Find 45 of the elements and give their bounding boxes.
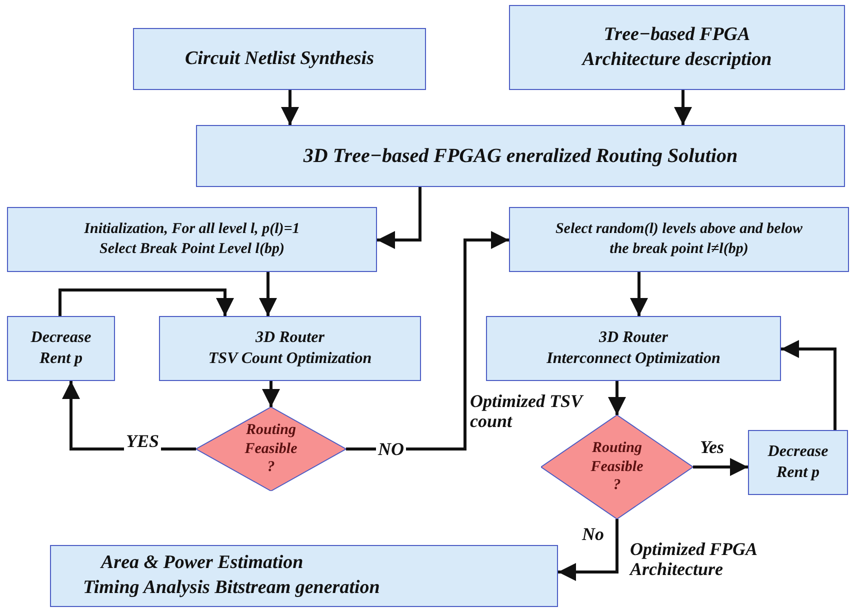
arrow: [262, 381, 280, 407]
node-text: TSV Count Optimization: [208, 348, 372, 368]
process-box: [7, 207, 377, 272]
arrow: [58, 288, 234, 316]
process-box: [509, 207, 849, 272]
process-box: [7, 316, 115, 381]
node-text: Timing Analysis Bitstream generation: [83, 576, 380, 600]
node-text: 3D Router: [599, 328, 668, 348]
decision-text: Routing Feasible: [244, 420, 298, 458]
process-box: [159, 316, 421, 381]
node-text: Select random(l) levels above and below the break point l≠l(bp): [554, 220, 804, 258]
node-text: Interconnect Optimization: [546, 348, 720, 368]
node-text: Decrease Rent p: [30, 328, 92, 368]
process-box: [486, 316, 781, 381]
arrow: [346, 231, 509, 450]
process-box: [50, 545, 558, 607]
decision-diamond: [196, 407, 346, 491]
process-box: [133, 28, 426, 90]
process-box: [196, 125, 845, 187]
annotation-text: Optimized TSV count: [470, 392, 585, 432]
node-text: 3D Tree−based FPGAG eneralized Routing Solution: [303, 144, 738, 169]
node-text: Decrease Rent p: [766, 442, 830, 482]
arrow: [693, 458, 748, 476]
node-text: Area & Power Estimation: [101, 551, 304, 576]
node-text: Select Break Point Level l(bp): [100, 240, 284, 258]
arrow: [630, 272, 648, 316]
arrow: [558, 519, 618, 581]
arrow: [259, 272, 277, 316]
process-box: [509, 5, 845, 90]
node-text: Tree−based FPGA Architecture description: [580, 22, 773, 72]
node-text: Initialization, For all level l, p(l)=1: [84, 220, 300, 239]
arrow: [281, 90, 299, 125]
decision-diamond: [541, 415, 693, 519]
node-text: Circuit Netlist Synthesis: [185, 46, 374, 71]
edge-label: YES: [124, 432, 162, 452]
arrow: [377, 187, 422, 249]
arrow: [781, 340, 836, 430]
decision-text: ?: [267, 458, 275, 478]
node-text: 3D Router: [256, 328, 324, 348]
decision-text: ?: [613, 476, 621, 496]
arrow: [608, 381, 626, 415]
arrow: [674, 90, 692, 125]
annotation-text: Optimized FPGA Architecture: [630, 540, 758, 580]
process-box: [748, 430, 848, 495]
decision-text: Routing Feasible: [590, 438, 644, 476]
